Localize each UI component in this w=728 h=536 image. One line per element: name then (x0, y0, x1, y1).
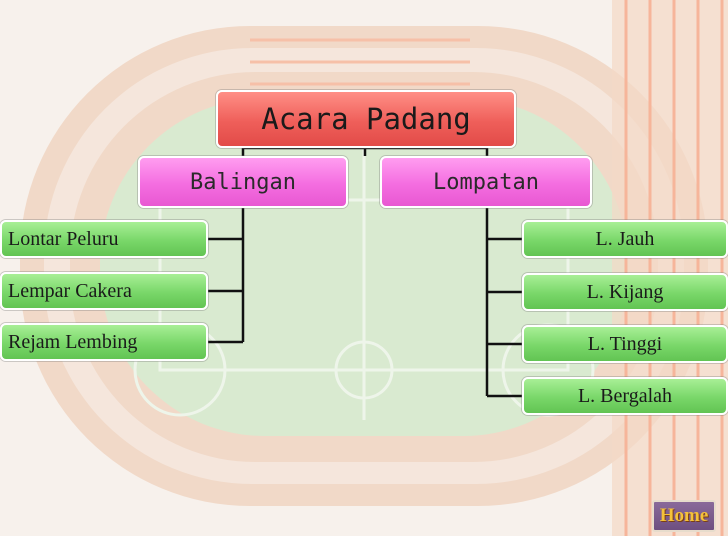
category-node-balingan: Balingan (138, 156, 348, 208)
category-label-balingan: Balingan (190, 169, 296, 195)
leaf-label: Rejam Lembing (8, 330, 138, 353)
leaf-label: L. Jauh (595, 227, 655, 250)
leaf-label: L. Tinggi (587, 332, 663, 355)
leaf-node-l-bergalah: L. Bergalah (522, 377, 728, 415)
leaf-label: L. Bergalah (577, 384, 673, 407)
home-button[interactable]: Home (652, 500, 716, 532)
root-label: Acara Padang (261, 102, 471, 136)
leaf-node-lempar-cakera: Lempar Cakera (0, 272, 208, 310)
leaf-label: L. Kijang (586, 280, 664, 303)
home-button-label: Home (659, 505, 709, 526)
leaf-node-l-kijang: L. Kijang (522, 273, 728, 311)
category-label-lompatan: Lompatan (433, 169, 539, 195)
leaf-node-rejam-lembing: Rejam Lembing (0, 323, 208, 361)
leaf-label: Lempar Cakera (8, 279, 132, 302)
root-node-acara-padang: Acara Padang (216, 90, 516, 148)
leaf-label: Lontar Peluru (8, 227, 119, 250)
leaf-node-lontar-peluru: Lontar Peluru (0, 220, 208, 258)
category-node-lompatan: Lompatan (380, 156, 592, 208)
leaf-node-l-tinggi: L. Tinggi (522, 325, 728, 363)
leaf-node-l-jauh: L. Jauh (522, 220, 728, 258)
